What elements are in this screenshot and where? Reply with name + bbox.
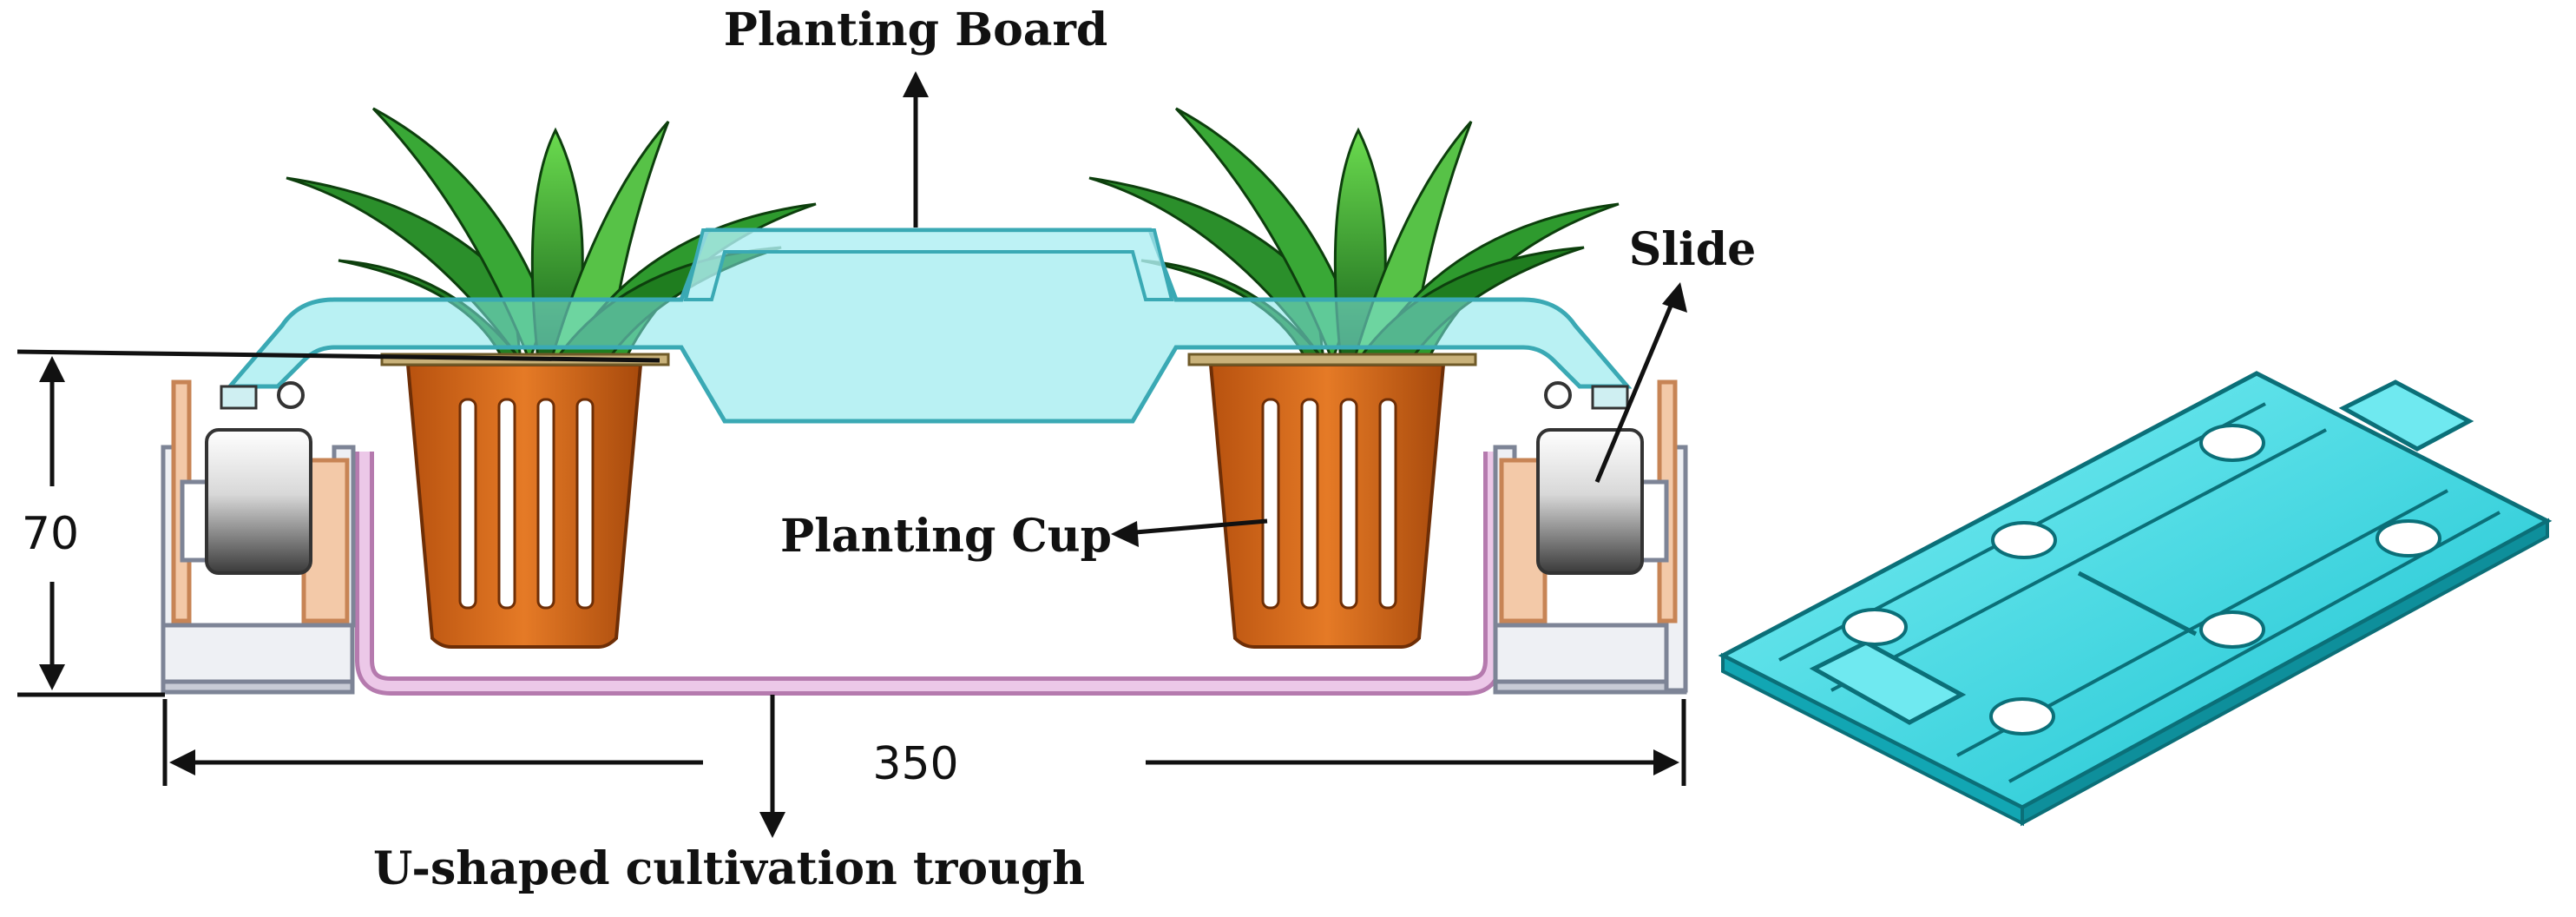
label-trough: U-shaped cultivation trough [373,842,1085,895]
label-planting-cup: Planting Cup [780,510,1112,563]
planting-board-section [220,228,1633,424]
planting-cup-right [1208,363,1446,649]
slide-wheel-right [1536,428,1644,575]
left-rail [161,379,356,695]
label-slide: Slide [1629,223,1757,276]
dimension-height: 70 [22,508,79,560]
dimension-width: 350 [872,738,958,790]
trough [355,452,1502,696]
label-planting-board: Planting Board [724,3,1107,56]
planting-board-3d-view [1718,371,2553,827]
annotation-lines [16,71,1687,838]
planting-cup-left [405,363,643,649]
slide-wheel-left [205,428,312,575]
